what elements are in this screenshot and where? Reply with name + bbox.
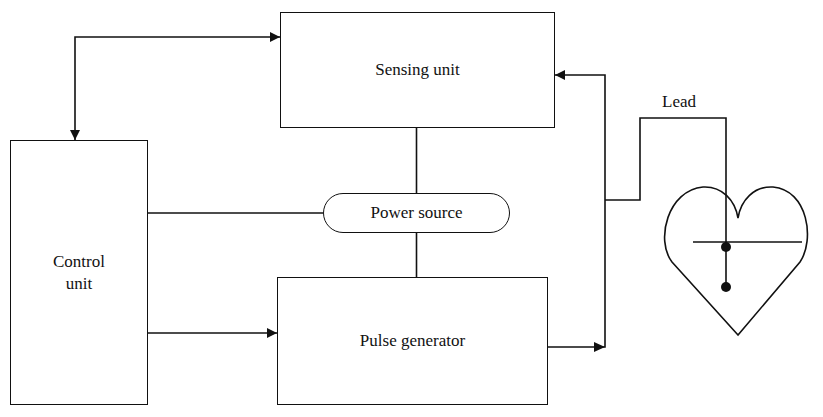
control-box: Control unit xyxy=(10,140,148,405)
node-label: Sensing unit xyxy=(375,59,460,80)
connector xyxy=(548,75,605,347)
electrode-dot xyxy=(721,282,731,292)
electrode-dot xyxy=(721,242,731,252)
node-label: Control unit xyxy=(39,251,119,294)
sensing-box: Sensing unit xyxy=(280,12,555,128)
lead-label: Lead xyxy=(660,92,698,112)
connector xyxy=(416,233,418,277)
connector xyxy=(148,332,277,334)
heart-septum xyxy=(693,241,802,242)
lead-wire xyxy=(605,118,726,288)
node-label: Pulse generator xyxy=(360,330,465,351)
node-label: Power source xyxy=(370,202,462,223)
connector xyxy=(148,212,323,214)
connector xyxy=(75,37,280,140)
connector xyxy=(416,128,418,193)
heart-outline xyxy=(665,187,808,335)
generator-box: Pulse generator xyxy=(277,277,548,405)
power-pill: Power source xyxy=(323,193,510,233)
